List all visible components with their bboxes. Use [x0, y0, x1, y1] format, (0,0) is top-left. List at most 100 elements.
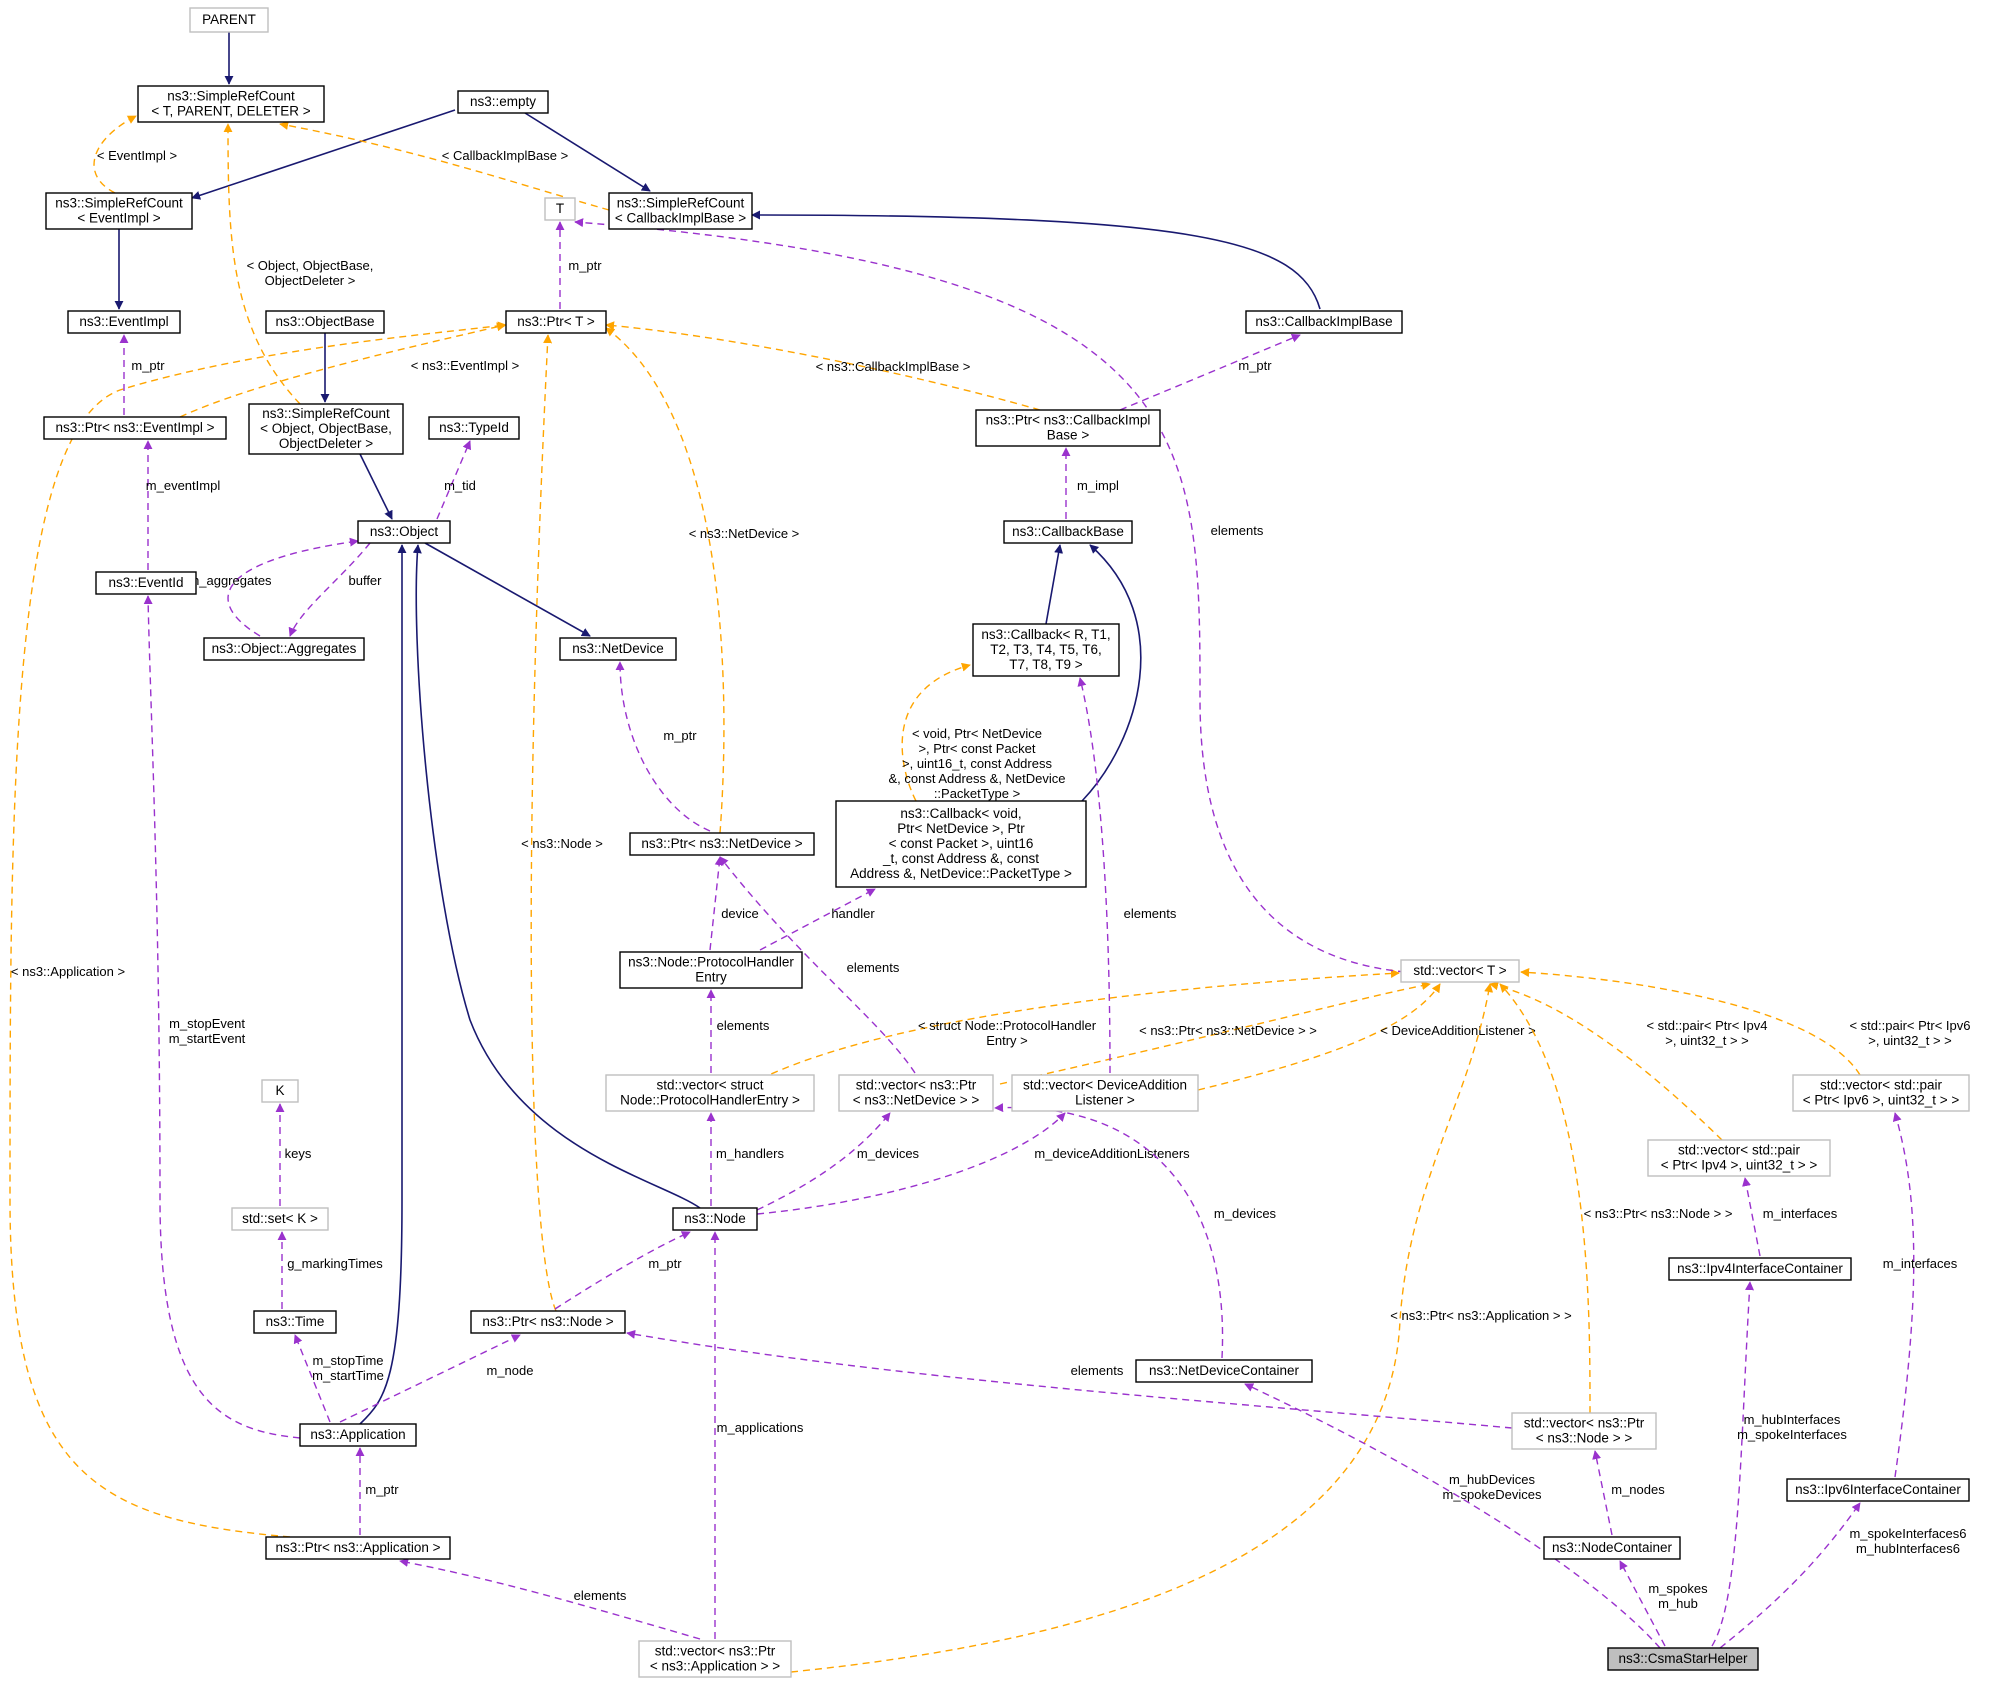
- class-box: [975, 409, 1161, 447]
- edge-inherit: [1045, 544, 1064, 625]
- class-node-T[interactable]: T: [544, 197, 576, 221]
- edge-label: m_stopEvent: [169, 1016, 245, 1031]
- class-box: [253, 1310, 337, 1334]
- class-box: [1245, 310, 1403, 334]
- class-node-ipv4interfacecontainer[interactable]: ns3::Ipv4InterfaceContainer: [1668, 1257, 1852, 1281]
- class-node-typeid[interactable]: ns3::TypeId: [428, 416, 520, 440]
- edge-label: < std::pair< Ptr< Ipv4: [1646, 1018, 1767, 1033]
- class-node-node[interactable]: ns3::Node: [672, 1207, 758, 1231]
- class-node-object[interactable]: ns3::Object: [357, 520, 451, 544]
- class-node-csmastarhelper[interactable]: ns3::CsmaStarHelper: [1607, 1647, 1759, 1671]
- class-node-ipv6interfacecontainer[interactable]: ns3::Ipv6InterfaceContainer: [1786, 1478, 1970, 1502]
- class-name-line: Listener >: [1075, 1093, 1135, 1108]
- class-node-eventid[interactable]: ns3::EventId: [95, 571, 197, 595]
- class-box: [1511, 1412, 1657, 1450]
- class-node-ptr-eventimpl[interactable]: ns3::Ptr< ns3::EventImpl >: [43, 416, 227, 440]
- edge-label: device: [721, 906, 759, 921]
- class-box: [470, 1310, 626, 1334]
- edge-template: [1499, 983, 1591, 1414]
- class-node-callback-generic[interactable]: ns3::Callback< R, T1,T2, T3, T4, T5, T6,…: [972, 623, 1120, 677]
- class-name-line: ns3::Ptr< ns3::NetDevice >: [641, 836, 802, 851]
- class-node-ptr-callbackimplbase[interactable]: ns3::Ptr< ns3::CallbackImplBase >: [975, 409, 1161, 447]
- edge-template: [999, 981, 1431, 1085]
- class-node-empty[interactable]: ns3::empty: [457, 90, 549, 114]
- edge-label: elements: [574, 1588, 627, 1603]
- class-box: [1647, 1139, 1831, 1177]
- class-box: [505, 310, 607, 334]
- class-name-line: ns3::CsmaStarHelper: [1618, 1651, 1748, 1666]
- edge-template: [790, 983, 1494, 1673]
- edge-usage: [994, 1103, 1224, 1359]
- edge-template: [279, 121, 610, 211]
- edge-label: g_markingTimes: [287, 1256, 383, 1271]
- class-node-callback-void[interactable]: ns3::Callback< void,Ptr< NetDevice >, Pt…: [835, 800, 1087, 888]
- class-name-line: std::vector< ns3::Ptr: [655, 1644, 776, 1659]
- class-box: [972, 623, 1120, 677]
- class-name-line: std::vector< ns3::Ptr: [856, 1078, 977, 1093]
- class-box: [672, 1207, 758, 1231]
- edge-usage: [756, 1112, 1066, 1215]
- class-node-vector-deviceadditionlistener[interactable]: std::vector< DeviceAdditionListener >: [1011, 1074, 1199, 1112]
- class-name-line: ns3::empty: [470, 94, 536, 109]
- edge-usage: [1619, 1560, 1666, 1647]
- class-node-aggregates[interactable]: ns3::Object::Aggregates: [203, 637, 365, 661]
- class-node-callbackbase[interactable]: ns3::CallbackBase: [1003, 520, 1133, 544]
- class-node-parent[interactable]: PARENT: [189, 7, 269, 33]
- class-node-ptr-netdevice[interactable]: ns3::Ptr< ns3::NetDevice >: [629, 832, 815, 856]
- class-name-line: ns3::CallbackBase: [1012, 524, 1124, 539]
- edge-usage: [293, 1334, 331, 1423]
- class-node-protocolhandlerentry[interactable]: ns3::Node::ProtocolHandlerEntry: [619, 951, 803, 989]
- class-name-line: ns3::Ptr< ns3::CallbackImpl: [986, 413, 1151, 428]
- class-node-simplerefcount-object[interactable]: ns3::SimpleRefCount< Object, ObjectBase,…: [248, 403, 404, 455]
- edge-label: < Object, ObjectBase,: [247, 258, 374, 273]
- edge-usage: [1719, 1502, 1861, 1649]
- class-node-vector-pair-ipv6[interactable]: std::vector< std::pair< Ptr< Ipv6 >, uin…: [1792, 1074, 1970, 1112]
- edge-label: m_applications: [717, 1420, 804, 1435]
- class-node-vector-pair-ipv4[interactable]: std::vector< std::pair< Ptr< Ipv4 >, uin…: [1647, 1139, 1831, 1177]
- class-node-netdevice[interactable]: ns3::NetDevice: [559, 637, 677, 661]
- class-node-vector-ptr-application[interactable]: std::vector< ns3::Ptr< ns3::Application …: [638, 1640, 792, 1678]
- class-node-ptr-t[interactable]: ns3::Ptr< T >: [505, 310, 607, 334]
- class-box: [1400, 959, 1520, 983]
- edge-label: m_impl: [1077, 478, 1119, 493]
- class-name-line: std::vector< ns3::Ptr: [1524, 1416, 1645, 1431]
- class-box: [203, 637, 365, 661]
- class-node-application[interactable]: ns3::Application: [299, 1423, 417, 1447]
- class-node-callbackimplbase[interactable]: ns3::CallbackImplBase: [1245, 310, 1403, 334]
- class-name-line: < CallbackImplBase >: [615, 211, 746, 226]
- edge-inherit: [359, 544, 407, 1425]
- class-node-vector-ptr-netdevice[interactable]: std::vector< ns3::Ptr< ns3::NetDevice > …: [838, 1074, 994, 1112]
- edge-label: m_devices: [857, 1146, 920, 1161]
- edge-label: m_ptr: [1238, 358, 1272, 373]
- class-node-time[interactable]: ns3::Time: [253, 1310, 337, 1334]
- class-node-netdevicecontainer[interactable]: ns3::NetDeviceContainer: [1135, 1359, 1313, 1383]
- class-name-line: < Object, ObjectBase,: [260, 421, 392, 436]
- edge-label: < ns3::Application >: [11, 964, 125, 979]
- edge-inherit: [751, 210, 1321, 310]
- class-box: [1011, 1074, 1199, 1112]
- class-node-vector-T[interactable]: std::vector< T >: [1400, 959, 1520, 983]
- class-node-simplerefcount-eventimpl[interactable]: ns3::SimpleRefCount< EventImpl >: [45, 192, 193, 230]
- class-node-vector-ptr-node[interactable]: std::vector< ns3::Ptr< ns3::Node > >: [1511, 1412, 1657, 1450]
- class-node-nodecontainer[interactable]: ns3::NodeContainer: [1543, 1536, 1681, 1560]
- class-name-line: Entry: [695, 970, 727, 985]
- class-node-ptr-node[interactable]: ns3::Ptr< ns3::Node >: [470, 1310, 626, 1334]
- edge-label: >, Ptr< const Packet: [918, 741, 1035, 756]
- class-box: [137, 85, 325, 123]
- class-node-objectbase[interactable]: ns3::ObjectBase: [265, 310, 385, 334]
- class-node-simplerefcount-callbackimplbase[interactable]: ns3::SimpleRefCount< CallbackImplBase >: [608, 192, 753, 230]
- class-box: [605, 1074, 815, 1112]
- class-name-line: ns3::EventImpl: [79, 314, 168, 329]
- class-node-K[interactable]: K: [261, 1079, 299, 1103]
- class-node-vector-protocolhandlerentry[interactable]: std::vector< structNode::ProtocolHandler…: [605, 1074, 815, 1112]
- edge-label: elements: [1211, 523, 1264, 538]
- edge-label: < ns3::Node >: [521, 836, 603, 851]
- class-node-ptr-application[interactable]: ns3::Ptr< ns3::Application >: [265, 1536, 451, 1560]
- class-node-set-K[interactable]: std::set< K >: [231, 1207, 329, 1231]
- class-name-line: Node::ProtocolHandlerEntry >: [620, 1093, 800, 1108]
- class-node-eventimpl[interactable]: ns3::EventImpl: [67, 310, 181, 334]
- class-node-simplerefcount-t[interactable]: ns3::SimpleRefCount< T, PARENT, DELETER …: [137, 85, 325, 123]
- edge-usage: [1892, 1112, 1915, 1478]
- edge-label: < void, Ptr< NetDevice: [912, 726, 1042, 741]
- edge-usage: [143, 595, 301, 1439]
